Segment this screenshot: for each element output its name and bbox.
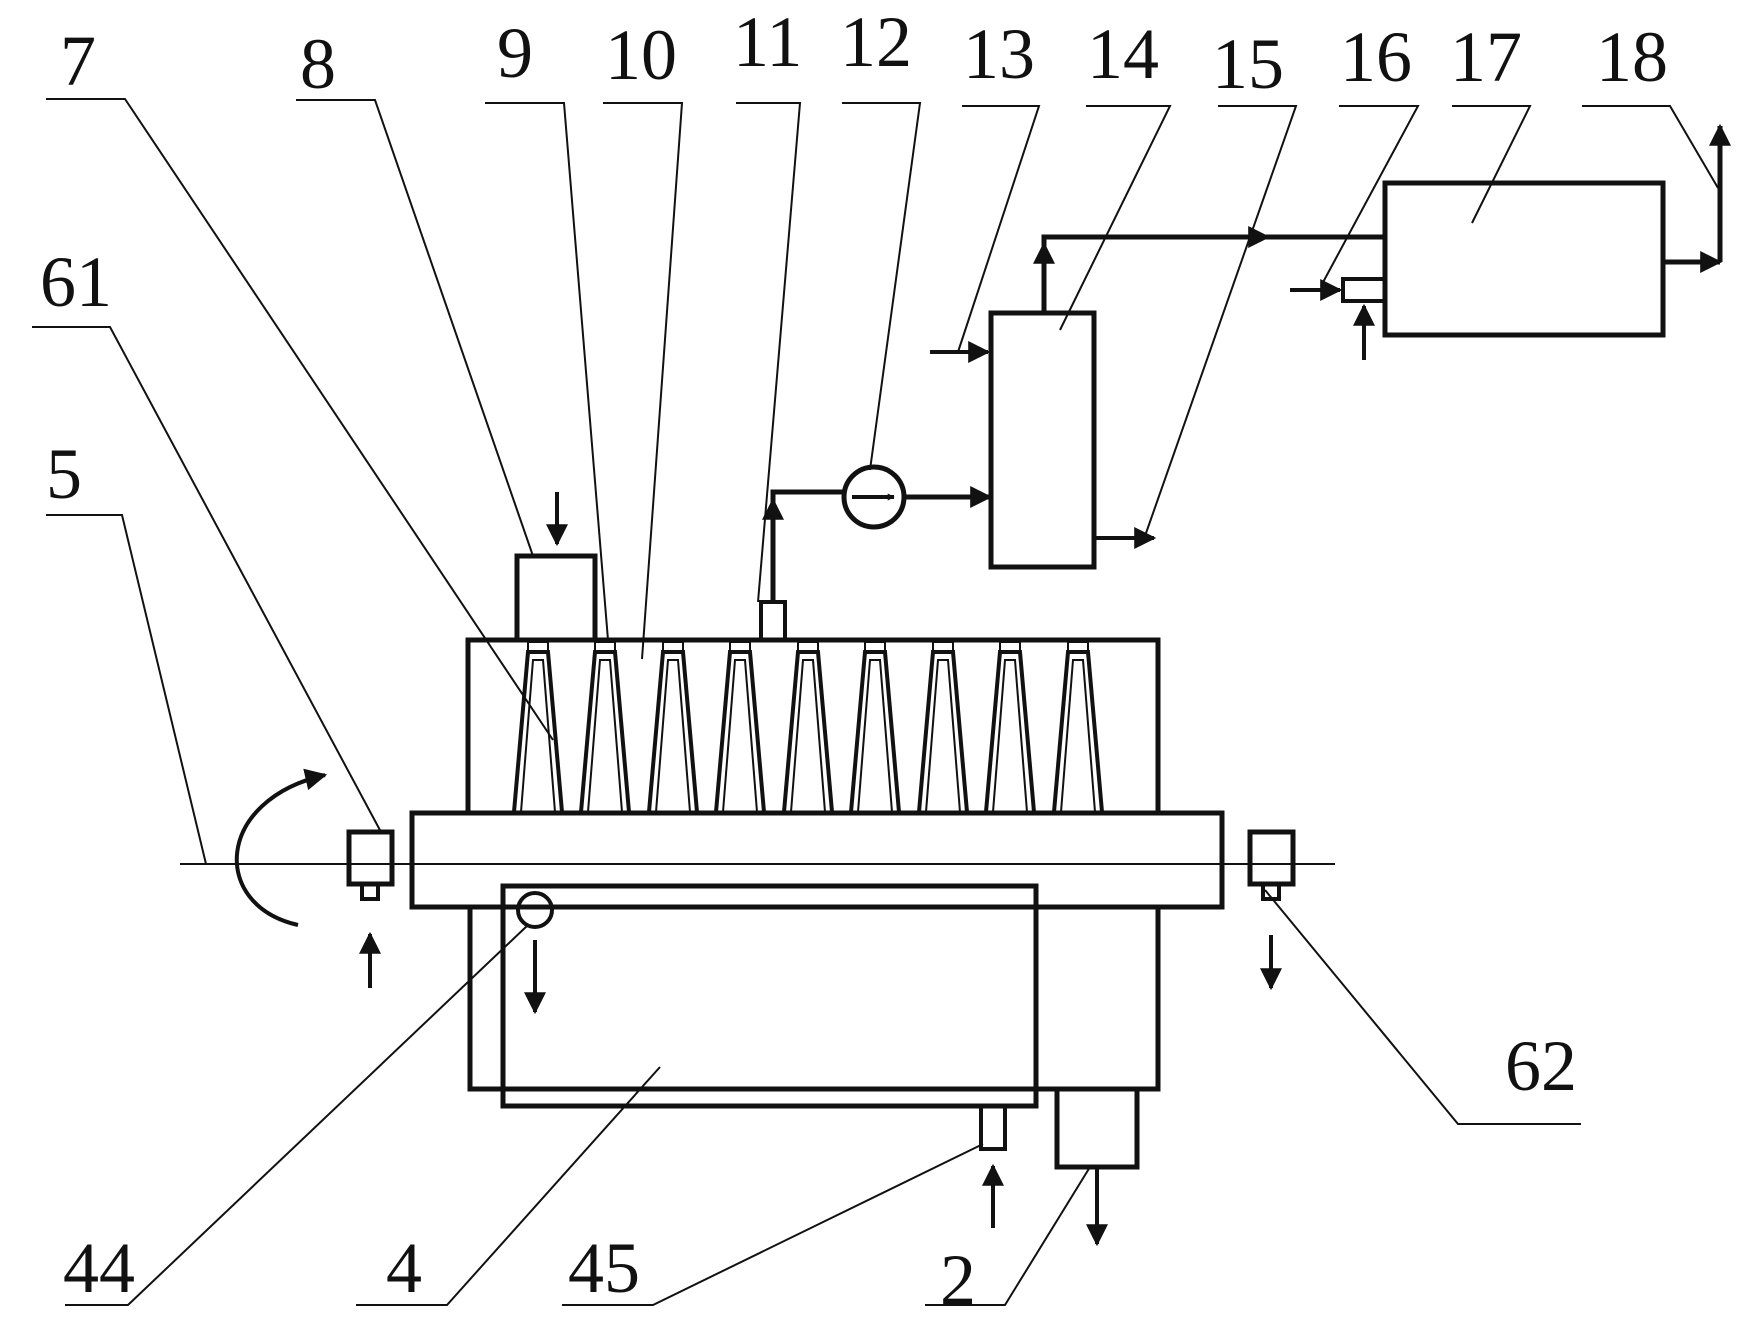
conical-elements [512, 641, 1104, 813]
cone-inner-wall [587, 659, 623, 813]
right-port-body [1247, 829, 1296, 887]
cone-element [782, 650, 834, 813]
part-labels: 7 8 9 10 11 12 13 14 15 16 17 18 61 5 62… [40, 2, 1668, 1320]
cone-element [1052, 650, 1104, 813]
cone-inner-wall [722, 659, 758, 813]
leader-16 [1320, 105, 1420, 287]
cone-inner-wall [992, 659, 1028, 813]
leader-61 [32, 326, 382, 833]
gas-pipe-to-pump [762, 489, 845, 602]
combustor-box [1382, 180, 1666, 338]
cone-cap [932, 641, 954, 653]
label-15: 15 [1212, 24, 1284, 104]
right-port-stub [1261, 882, 1281, 901]
leader-17 [1452, 105, 1532, 224]
cone-element [849, 650, 901, 813]
label-10: 10 [605, 15, 677, 95]
feed-hopper-box [514, 553, 598, 643]
leader-8 [296, 99, 534, 557]
burner-nozzle [1341, 277, 1387, 303]
cone-cap [797, 641, 819, 653]
leader-7 [46, 98, 554, 741]
feed-hopper [514, 492, 598, 643]
label-18: 18 [1596, 17, 1668, 97]
label-2: 2 [940, 1240, 976, 1320]
leader-2 [925, 1166, 1091, 1306]
label-45: 45 [568, 1228, 640, 1308]
cone-element [579, 650, 631, 813]
left-port-body [346, 829, 395, 887]
label-12: 12 [840, 2, 912, 82]
cone-cap [864, 641, 886, 653]
leader-14 [1059, 105, 1172, 331]
inlet-port-circle [516, 891, 554, 929]
label-5: 5 [46, 434, 82, 514]
cone-element [512, 650, 564, 813]
cone-element [984, 650, 1036, 813]
label-16: 16 [1340, 17, 1412, 97]
leader-5 [46, 514, 207, 865]
gas-pipe-path [770, 489, 845, 602]
cone-inner-wall [790, 659, 826, 813]
gas-outlet-nozzle [759, 600, 787, 642]
condenser [930, 226, 1385, 570]
cone-inner-wall [925, 659, 961, 813]
label-11: 11 [733, 2, 802, 82]
leader-4 [356, 1066, 661, 1306]
gas-outlet-nozzle-box [759, 600, 787, 642]
bottom-nozzle-45 [979, 1104, 1007, 1228]
rotation-arrow [234, 768, 328, 927]
leader-13 [957, 105, 1041, 353]
cone-element [714, 650, 766, 813]
left-shaft-port [346, 829, 395, 988]
cone-cap [662, 641, 684, 653]
lower-tank-body [500, 883, 1039, 1109]
vacuum-pump [841, 464, 993, 530]
leader-11 [736, 102, 802, 603]
label-9: 9 [497, 13, 533, 93]
cone-element [647, 650, 699, 813]
cone-inner-wall [520, 659, 556, 813]
label-61: 61 [40, 242, 112, 322]
cone-element [917, 650, 969, 813]
left-port-stub [360, 882, 380, 901]
leader-18 [1582, 105, 1719, 189]
leader-lines [32, 98, 1719, 1306]
discharge-box [1054, 1086, 1140, 1170]
condenser-gas-pipe [1041, 234, 1385, 313]
leader-10 [603, 102, 684, 660]
leader-9 [485, 102, 609, 641]
cone-inner-wall [655, 659, 691, 813]
bottom-nozzle-box [979, 1104, 1007, 1151]
label-44: 44 [63, 1228, 135, 1308]
cone-cap [594, 641, 616, 653]
right-shaft-port [1247, 829, 1296, 991]
cone-inner-wall [1060, 659, 1096, 813]
label-62: 62 [1505, 1026, 1577, 1106]
cone-cap [729, 641, 751, 653]
combustor [1290, 123, 1731, 360]
leader-45 [562, 1143, 984, 1306]
label-17: 17 [1450, 17, 1522, 97]
lower-tank-jacket [467, 904, 1161, 1092]
leader-62 [1264, 889, 1581, 1125]
leader-44 [65, 924, 529, 1306]
discharge-outlet-2 [1054, 1086, 1140, 1247]
leader-12 [842, 102, 922, 471]
reactor-tank [465, 637, 1161, 816]
leader-15 [1144, 105, 1298, 537]
condenser-box [988, 310, 1097, 570]
label-13: 13 [963, 14, 1035, 94]
cone-cap [1067, 641, 1089, 653]
cone-cap [999, 641, 1021, 653]
lower-tank [467, 883, 1161, 1109]
label-7: 7 [60, 21, 96, 101]
label-14: 14 [1087, 14, 1159, 94]
cone-inner-wall [857, 659, 893, 813]
label-4: 4 [386, 1228, 422, 1308]
rotary-shaft [180, 768, 1335, 927]
label-8: 8 [300, 24, 336, 104]
